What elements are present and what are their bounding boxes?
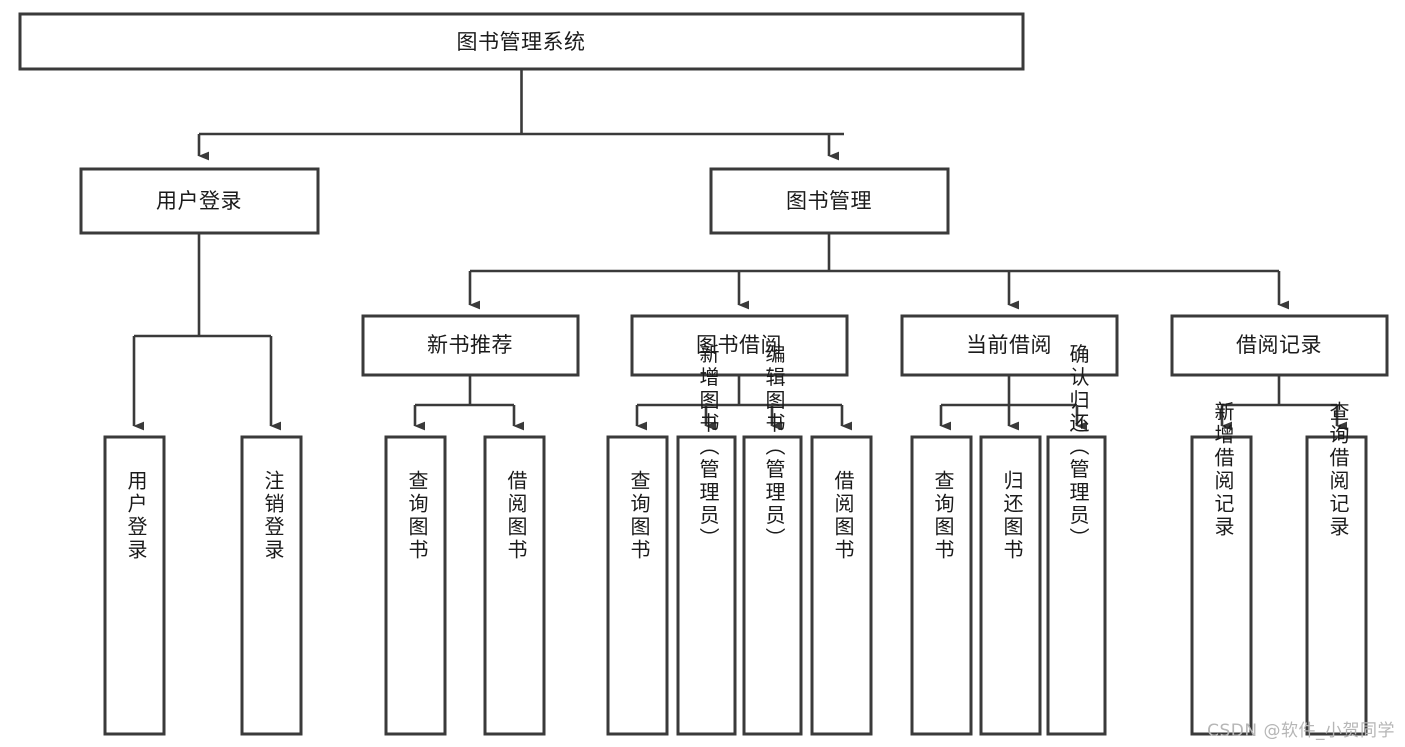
node-leaf-borrow-book-1-box[interactable] [483, 435, 546, 736]
node-book-manage-label: 图书管理 [786, 189, 872, 213]
node-leaf-query-book-2-box[interactable] [606, 435, 669, 736]
node-user-login[interactable]: 用户登录 [79, 167, 320, 235]
node-leaf-user-logout-box[interactable] [240, 435, 303, 736]
node-root-box[interactable] [18, 12, 1025, 71]
node-leaf-query-book-3-box[interactable] [910, 435, 973, 736]
node-leaf-query-record-box[interactable] [1305, 435, 1368, 736]
node-leaf-add-record-label: 新增借阅记录 [1211, 401, 1235, 539]
node-leaf-add-book[interactable]: 新增图书（管理员） [676, 343, 737, 736]
node-leaf-query-book-3-label: 查询图书 [931, 470, 955, 562]
node-user-login-box[interactable] [79, 167, 320, 235]
node-leaf-add-book-label: 新增图书（管理员） [696, 343, 720, 550]
node-leaf-return-book[interactable]: 归还图书 [979, 435, 1042, 736]
node-leaf-borrow-book-2-label: 借阅图书 [831, 470, 855, 562]
node-current-borrow-label: 当前借阅 [966, 333, 1052, 357]
node-borrow-record-box[interactable] [1170, 314, 1389, 377]
node-leaf-confirm-return[interactable]: 确认归还（管理员） [1046, 343, 1107, 736]
node-leaf-user-logout-label: 注销登录 [261, 470, 285, 562]
node-leaf-add-record[interactable]: 新增借阅记录 [1190, 401, 1253, 736]
node-leaf-query-book-2[interactable]: 查询图书 [606, 435, 669, 736]
node-new-book-recommend-box[interactable] [361, 314, 580, 377]
node-leaf-borrow-book-1-label: 借阅图书 [504, 470, 528, 562]
node-leaf-borrow-book-1[interactable]: 借阅图书 [483, 435, 546, 736]
node-book-manage[interactable]: 图书管理 [709, 167, 950, 235]
connector-group [132, 69, 1348, 431]
node-leaf-edit-book-label: 编辑图书（管理员） [762, 343, 786, 550]
node-borrow-record-label: 借阅记录 [1236, 333, 1322, 357]
node-leaf-query-book-1-label: 查询图书 [405, 470, 429, 562]
node-leaf-return-book-box[interactable] [979, 435, 1042, 736]
node-leaf-add-book-box[interactable] [676, 435, 737, 736]
node-leaf-return-book-label: 归还图书 [1000, 470, 1024, 562]
node-root[interactable]: 图书管理系统 [18, 12, 1025, 71]
node-leaf-user-login-box[interactable] [103, 435, 166, 736]
node-book-borrow-label: 图书借阅 [696, 333, 782, 357]
node-leaf-query-book-1[interactable]: 查询图书 [384, 435, 447, 736]
node-leaf-user-login-label: 用户登录 [124, 470, 148, 562]
node-leaf-edit-book[interactable]: 编辑图书（管理员） [742, 343, 803, 736]
node-leaf-borrow-book-2[interactable]: 借阅图书 [810, 435, 873, 736]
node-leaf-query-book-1-box[interactable] [384, 435, 447, 736]
node-leaf-query-book-3[interactable]: 查询图书 [910, 435, 973, 736]
node-new-book-recommend-label: 新书推荐 [427, 333, 513, 357]
node-book-borrow[interactable]: 图书借阅 [630, 314, 849, 377]
node-leaf-query-book-2-label: 查询图书 [627, 470, 651, 562]
node-book-manage-box[interactable] [709, 167, 950, 235]
node-current-borrow-box[interactable] [900, 314, 1119, 377]
node-leaf-borrow-book-2-box[interactable] [810, 435, 873, 736]
node-leaf-confirm-return-box[interactable] [1046, 435, 1107, 736]
node-leaf-query-record[interactable]: 查询借阅记录 [1305, 401, 1368, 736]
node-leaf-confirm-return-label: 确认归还（管理员） [1066, 343, 1090, 550]
node-leaf-edit-book-box[interactable] [742, 435, 803, 736]
node-book-borrow-box[interactable] [630, 314, 849, 377]
node-leaf-query-record-label: 查询借阅记录 [1326, 401, 1350, 539]
node-current-borrow[interactable]: 当前借阅 [900, 314, 1119, 377]
node-leaf-user-login[interactable]: 用户登录 [103, 435, 166, 736]
node-user-login-label: 用户登录 [156, 189, 242, 213]
node-new-book-recommend[interactable]: 新书推荐 [361, 314, 580, 377]
node-leaf-add-record-box[interactable] [1190, 435, 1253, 736]
node-borrow-record[interactable]: 借阅记录 [1170, 314, 1389, 377]
node-root-label: 图书管理系统 [457, 30, 586, 54]
node-leaf-user-logout[interactable]: 注销登录 [240, 435, 303, 736]
